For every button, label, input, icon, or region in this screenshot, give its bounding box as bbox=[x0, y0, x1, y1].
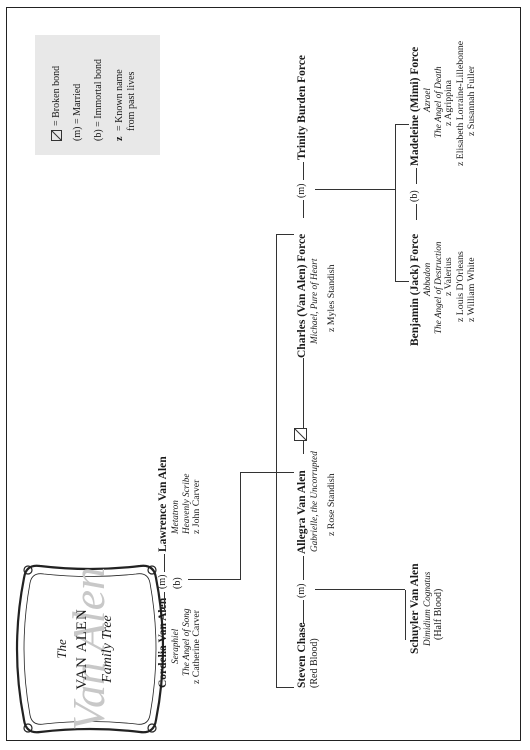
blood-note: (Red Blood) bbox=[309, 638, 321, 688]
past-life: z Catherine Carver bbox=[191, 610, 203, 684]
person-name: Madeleine (Mimi) Force bbox=[409, 46, 421, 166]
descent-line bbox=[315, 589, 405, 590]
twins-bar bbox=[395, 125, 396, 282]
married-marker: (m) bbox=[157, 574, 168, 589]
legend: = Broken bond (m) = Married (b) = Immort… bbox=[35, 35, 160, 155]
angel-title: The Angel of Destruction bbox=[432, 241, 443, 334]
page-border bbox=[6, 7, 521, 741]
connector-line bbox=[416, 204, 417, 220]
past-life: z John Carver bbox=[191, 479, 203, 534]
title-family-name: VAN ALEN bbox=[74, 608, 90, 690]
person-name: Steven Chase bbox=[296, 622, 308, 689]
past-life: z Susannah Fuller bbox=[465, 65, 477, 136]
past-life: z Myles Standish bbox=[325, 264, 337, 333]
person-jack: Benjamin (Jack) Force Abbadon The Angel … bbox=[409, 234, 477, 346]
ornamental-frame-icon bbox=[15, 564, 165, 734]
connector-line bbox=[303, 441, 304, 454]
descent-line bbox=[240, 473, 241, 580]
person-name: Allegra Van Alen bbox=[296, 470, 308, 554]
descent-line bbox=[188, 579, 240, 580]
legend-married: (m) = Married bbox=[72, 83, 83, 141]
person-name: Trinity Burden Force bbox=[296, 55, 308, 160]
angel-name: Gabrielle, the Uncorrupted bbox=[309, 451, 320, 552]
angel-title: The Angel of Song bbox=[180, 608, 191, 676]
connector-line bbox=[416, 168, 417, 184]
angel-name: Abbadon bbox=[422, 262, 433, 296]
title-badge: Van Alen The VAN ALEN Family Tree bbox=[14, 558, 166, 740]
blood-note: (Half Blood) bbox=[432, 588, 444, 640]
connector-line bbox=[164, 592, 165, 610]
connector-line bbox=[303, 556, 304, 580]
descent-line bbox=[240, 472, 294, 473]
person-lawrence: Lawrence Van Alen Metatron Heavenly Scri… bbox=[157, 456, 203, 552]
family-bar bbox=[276, 235, 277, 688]
connector-line bbox=[303, 200, 304, 218]
legend-known-2: from past lives bbox=[126, 71, 137, 131]
person-cordelia: Cordelia Van Alen Seraphiel The Angel of… bbox=[157, 598, 203, 688]
person-name: Charles (Van Alen) Force bbox=[296, 233, 308, 358]
broken-bond-icon bbox=[294, 428, 307, 441]
person-steven: Steven Chase (Red Blood) bbox=[296, 623, 321, 689]
married-marker: (m) bbox=[296, 583, 307, 598]
immortal-bond-marker: (b) bbox=[409, 190, 420, 202]
person-name: Lawrence Van Alen bbox=[157, 456, 169, 552]
person-charles: Charles (Van Alen) Force Michael, Pure o… bbox=[296, 234, 337, 358]
angel-name: Seraphiel bbox=[170, 628, 181, 664]
legend-known-z: z bbox=[114, 136, 125, 141]
descent-line bbox=[315, 189, 395, 190]
angel-name: Metatron bbox=[170, 500, 181, 534]
married-marker: (m) bbox=[296, 183, 307, 198]
past-life: z Agrippina bbox=[443, 80, 455, 126]
twins-bar-end bbox=[395, 281, 409, 282]
person-name: Schuyler Van Alen bbox=[409, 563, 421, 654]
title-the: The bbox=[54, 639, 69, 659]
person-allegra: Allegra Van Alen Gabrielle, the Uncorrup… bbox=[296, 451, 337, 554]
legend-known-1: = Known name bbox=[114, 69, 125, 131]
past-life: z William White bbox=[465, 257, 477, 322]
family-bar-end bbox=[276, 234, 294, 235]
past-life: z Valerius bbox=[443, 257, 455, 296]
twins-bar-end bbox=[395, 124, 409, 125]
person-name: Benjamin (Jack) Force bbox=[409, 233, 421, 346]
connector-line bbox=[303, 162, 304, 180]
angel-name: Azrael bbox=[422, 88, 433, 112]
angel-name: Michael, Pure of Heart bbox=[309, 258, 320, 344]
family-bar-end bbox=[276, 687, 294, 688]
person-name: Cordelia Van Alen bbox=[157, 597, 169, 688]
descent-line bbox=[405, 590, 406, 640]
legend-broken: = Broken bond bbox=[51, 65, 62, 126]
person-trinity: Trinity Burden Force bbox=[296, 55, 309, 160]
past-life: z Elisabeth Lorraine-Lillebonne bbox=[454, 40, 466, 166]
angel-title: Heavenly Scribe bbox=[180, 473, 191, 534]
connector-line bbox=[303, 358, 304, 428]
connector-line bbox=[164, 554, 165, 572]
legend-immortal: (b) = Immortal bond bbox=[93, 58, 104, 141]
title-subtitle: Family Tree bbox=[100, 615, 115, 683]
connector-line bbox=[303, 600, 304, 624]
immortal-bond-marker: (b) bbox=[172, 577, 183, 589]
person-mimi: Madeleine (Mimi) Force Azrael The Angel … bbox=[409, 41, 477, 166]
past-life: z Louis D'Orleans bbox=[454, 251, 466, 322]
angel-title: The Angel of Death bbox=[432, 66, 443, 138]
person-schuyler: Schuyler Van Alen Dimidium Cognatus (Hal… bbox=[409, 563, 444, 654]
past-life: z Rose Standish bbox=[325, 473, 337, 536]
angel-name: Dimidium Cognatus bbox=[422, 571, 433, 646]
broken-bond-icon bbox=[51, 130, 62, 141]
